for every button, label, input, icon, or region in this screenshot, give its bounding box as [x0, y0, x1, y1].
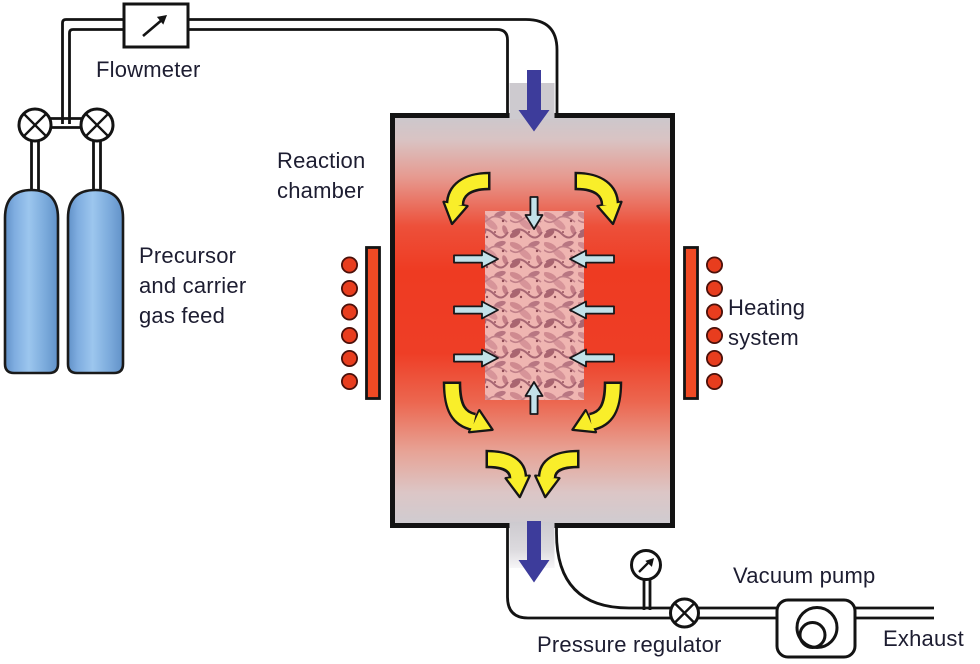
gas-feed-pipe	[30, 18, 559, 192]
convection-arrow-mid-right	[571, 381, 623, 434]
precursor-feed-label: Precursor and carrier gas feed	[139, 243, 247, 328]
regulator-valve-icon	[669, 597, 700, 629]
flowmeter-label: Flowmeter	[96, 57, 201, 82]
gas-valve-left-icon	[17, 107, 53, 143]
pressure-regulator-label: Pressure regulator	[537, 632, 722, 657]
heater-bar-right	[683, 246, 699, 400]
vacuum-pump-symbol	[775, 598, 857, 659]
gas-cylinder-left	[3, 188, 60, 375]
convection-arrow-bottom-left	[485, 449, 531, 499]
gas-inlet-arrow	[518, 70, 550, 132]
heating-system-label: Heating system	[728, 295, 806, 350]
substrate-sample	[485, 211, 584, 400]
flowmeter-arrow-icon	[142, 15, 167, 37]
exhaust-label: Exhaust	[883, 626, 964, 651]
flowmeter-symbol	[122, 2, 190, 49]
convection-arrow-top-left	[442, 171, 491, 226]
pressure-gauge-icon	[630, 549, 662, 581]
heater-bar-left	[365, 246, 381, 400]
gas-cylinder-right	[66, 188, 125, 375]
reaction-chamber-label: Reaction chamber	[277, 148, 366, 203]
gas-valve-right-icon	[79, 107, 115, 143]
convection-arrow-top-right	[574, 171, 623, 226]
heater-dots-left	[340, 256, 358, 390]
convection-arrow-bottom-right	[534, 449, 580, 499]
vacuum-pump-label: Vacuum pump	[733, 563, 876, 588]
heater-dots-right	[706, 256, 724, 390]
exhaust-pipe	[506, 524, 934, 620]
convection-arrow-mid-left	[442, 381, 494, 434]
gas-outlet-arrow	[518, 521, 550, 583]
